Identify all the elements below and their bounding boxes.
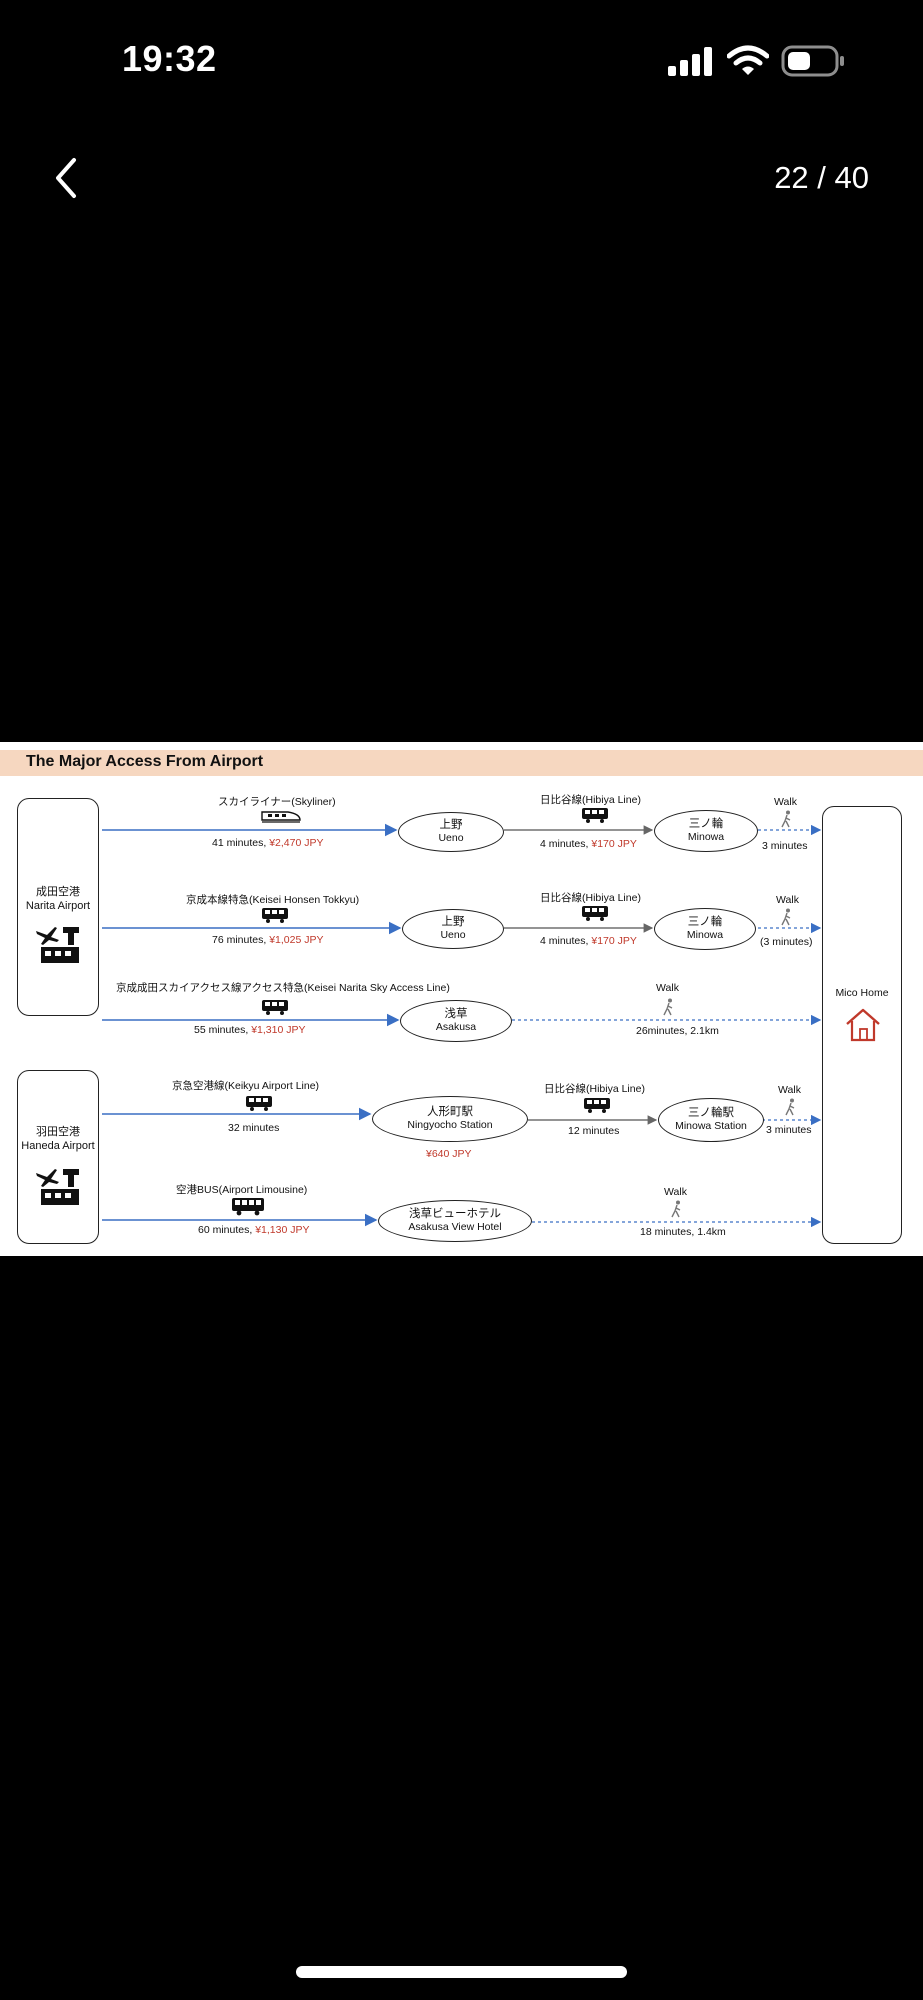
haneda-airport-box: 羽田空港 Haneda Airport [17,1070,99,1244]
status-icons [667,44,845,78]
route3-line-name: 京成成田スカイアクセス線アクセス特急(Keisei Narita Sky Acc… [116,982,450,994]
haneda-airport-en: Haneda Airport [21,1140,95,1152]
walking-person-icon [671,1200,681,1218]
route-diagram-lines [102,823,822,1228]
document-page-image[interactable]: The Major Access From Airport 成田空 [0,742,923,1256]
bullet-train-icon [261,811,301,823]
mico-home-box: Mico Home [822,806,902,1244]
route1-duration-price: 41 minutes, ¥2,470 JPY [212,837,324,849]
train-icon [262,1000,288,1015]
walking-person-icon [663,998,673,1016]
walking-person-icon [781,908,791,926]
back-button[interactable] [48,150,88,206]
airport-tower-icon [36,927,79,963]
route5-walk-label: Walk [664,1186,687,1198]
route2-walk-time: (3 minutes) [760,936,813,948]
page-counter: 22 / 40 [774,160,869,195]
train-icon [584,1098,610,1113]
home-indicator[interactable] [296,1966,627,1978]
cellular-signal-icon [668,47,712,76]
route4-walk-time: 3 minutes [766,1124,812,1136]
battery-icon [781,45,844,77]
doc-header-band [0,750,923,776]
train-icon [246,1096,272,1111]
chevron-left-icon [56,158,76,198]
route2-walk-label: Walk [776,894,799,906]
route1-transfer-line: 日比谷線(Hibiya Line) [540,794,641,806]
route5-line-name: 空港BUS(Airport Limousine) [176,1184,308,1196]
status-time: 19:32 [122,38,217,79]
mico-home-label: Mico Home [835,987,889,999]
narita-airport-box: 成田空港 Narita Airport [17,798,99,1016]
house-icon [846,1008,880,1042]
route4-duration: 32 minutes [228,1122,280,1134]
route4-line-name: 京急空港線(Keikyu Airport Line) [172,1080,320,1092]
train-icon [262,908,288,923]
route5-duration-price: 60 minutes, ¥1,130 JPY [198,1224,310,1236]
walking-person-icon [785,1098,795,1116]
narita-airport-jp: 成田空港 [36,886,80,898]
route1-transfer-duration-price: 4 minutes, ¥170 JPY [540,838,637,850]
route5-walk-time: 18 minutes, 1.4km [640,1226,726,1238]
route3-walk-time: 26minutes, 2.1km [636,1025,719,1037]
route2-transfer-duration-price: 4 minutes, ¥170 JPY [540,935,637,947]
route2-line-name: 京成本線特急(Keisei Honsen Tokkyu) [186,894,360,906]
train-icon [582,906,608,921]
narita-airport-en: Narita Airport [25,900,91,912]
route1-walk-time: 3 minutes [762,840,808,852]
train-icon [582,808,608,823]
haneda-airport-jp: 羽田空港 [36,1126,80,1138]
route2-transfer-line: 日比谷線(Hibiya Line) [540,892,641,904]
route4-price: ¥640 JPY [426,1148,472,1160]
route1-line-name: スカイライナー(Skyliner) [218,796,336,808]
airport-tower-icon [36,1169,79,1205]
wifi-icon [727,45,769,75]
walking-person-icon [781,810,791,828]
route2-duration-price: 76 minutes, ¥1,025 JPY [212,934,324,946]
route4-transfer-line: 日比谷線(Hibiya Line) [544,1083,645,1095]
route3-duration-price: 55 minutes, ¥1,310 JPY [194,1024,306,1036]
bus-icon [232,1198,264,1216]
route4-transfer-duration: 12 minutes [568,1125,620,1137]
route3-walk-label: Walk [656,982,679,994]
doc-title: The Major Access From Airport [26,753,264,770]
route1-walk-label: Walk [774,796,797,808]
route4-walk-label: Walk [778,1084,801,1096]
